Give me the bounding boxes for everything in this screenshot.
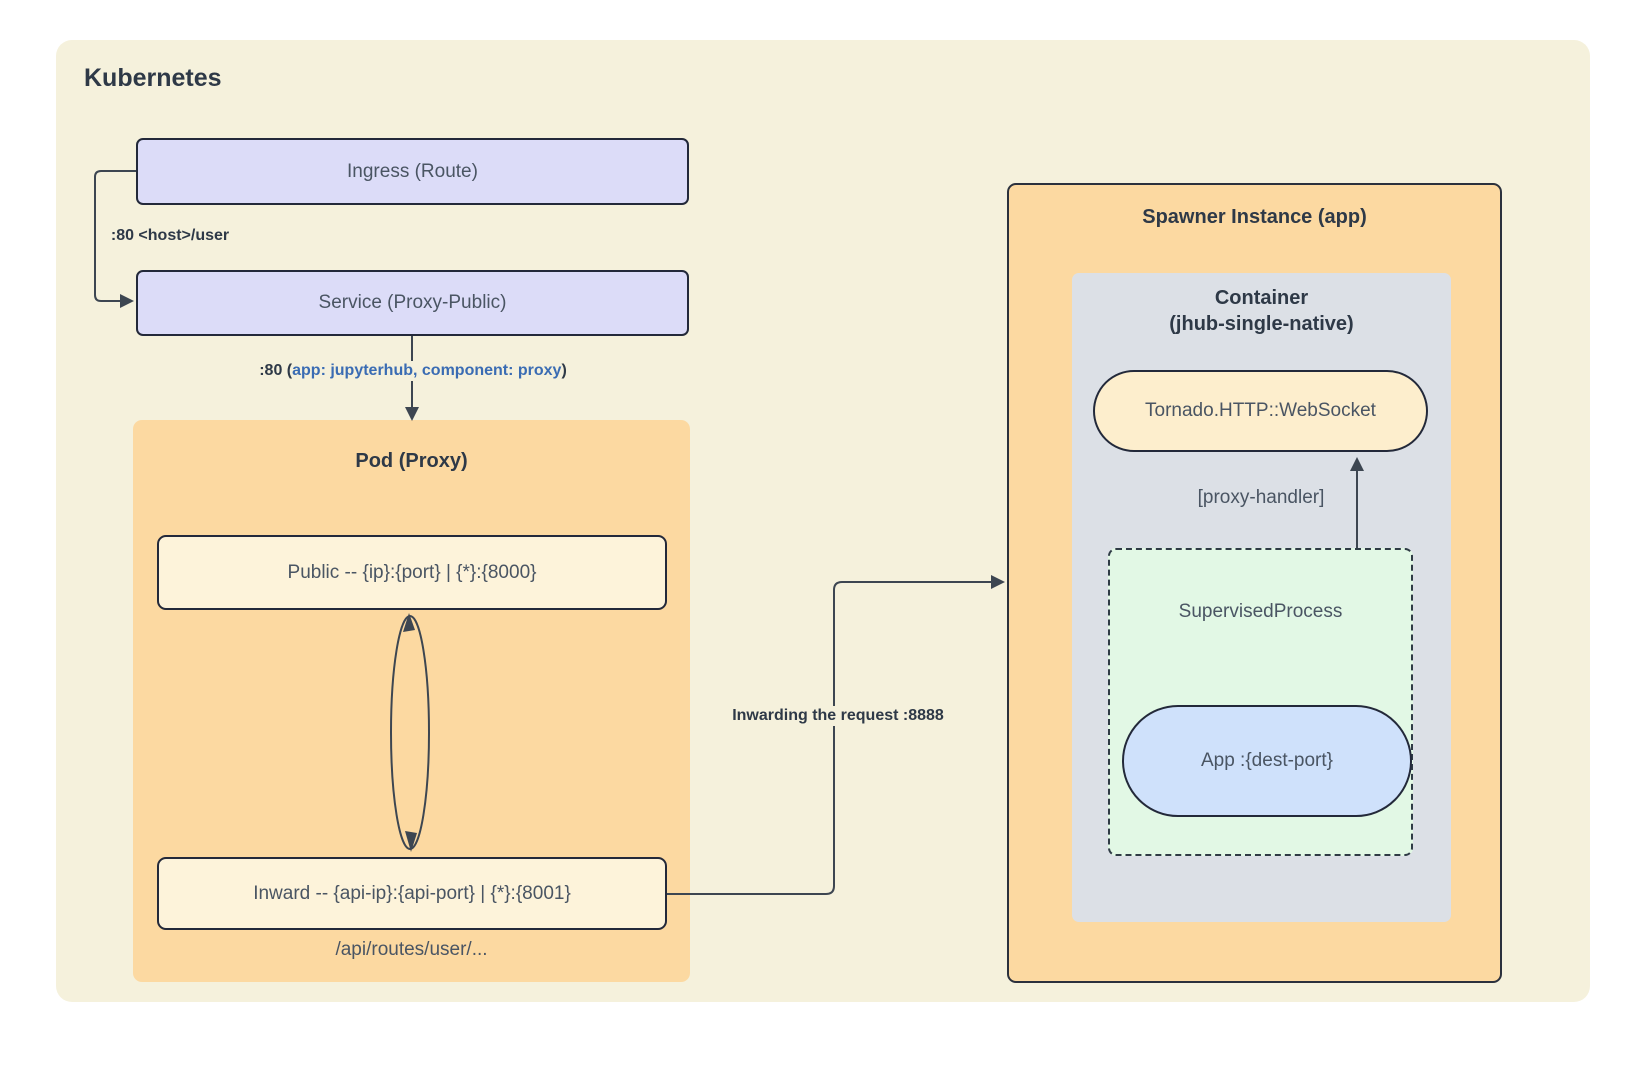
edge-label-selector-value: app: jupyterhub, component: proxy — [292, 362, 562, 379]
app-label: App :{dest-port} — [1200, 750, 1334, 771]
supervised-process-label: SupervisedProcess — [1178, 601, 1343, 622]
edge-label-selector-prefix: :80 ( — [259, 362, 293, 379]
service-label: Service (Proxy-Public) — [318, 292, 507, 313]
container-title: Container (jhub-single-native) — [1072, 285, 1451, 337]
public-endpoint-label: Public -- {ip}:{port} | {*}:{8000} — [287, 561, 537, 583]
edge-label-inwarding-request: Inwarding the request :8888 — [726, 706, 950, 726]
service-node: Service (Proxy-Public) — [136, 270, 689, 336]
tornado-websocket-label: Tornado.HTTP::WebSocket — [1145, 400, 1376, 421]
proxy-handler-label: [proxy-handler] — [1197, 487, 1325, 508]
ingress-label: Ingress (Route) — [347, 160, 478, 182]
container-title-line1: Container — [1214, 287, 1309, 309]
public-endpoint-node: Public -- {ip}:{port} | {*}:{8000} — [157, 535, 667, 610]
edge-label-selector-suffix: ) — [561, 362, 567, 379]
tornado-websocket-node: Tornado.HTTP::WebSocket — [1093, 370, 1428, 452]
inward-endpoint-label: Inward -- {api-ip}:{api-port} | {*}:{800… — [253, 882, 571, 904]
spawner-instance-title: Spawner Instance (app) — [1142, 206, 1367, 228]
pod-proxy-title: Pod (Proxy) — [355, 450, 468, 472]
ingress-node: Ingress (Route) — [136, 138, 689, 205]
edge-label-host-user: :80 <host>/user — [104, 226, 236, 246]
container-title-line2: (jhub-single-native) — [1169, 313, 1354, 335]
edge-label-service-selector: :80 (app: jupyterhub, component: proxy) — [253, 361, 573, 381]
inward-endpoint-node: Inward -- {api-ip}:{api-port} | {*}:{800… — [157, 857, 667, 930]
app-node: App :{dest-port} — [1122, 705, 1412, 817]
kubernetes-title: Kubernetes — [84, 64, 222, 92]
routes-path-label: /api/routes/user/... — [335, 939, 488, 960]
